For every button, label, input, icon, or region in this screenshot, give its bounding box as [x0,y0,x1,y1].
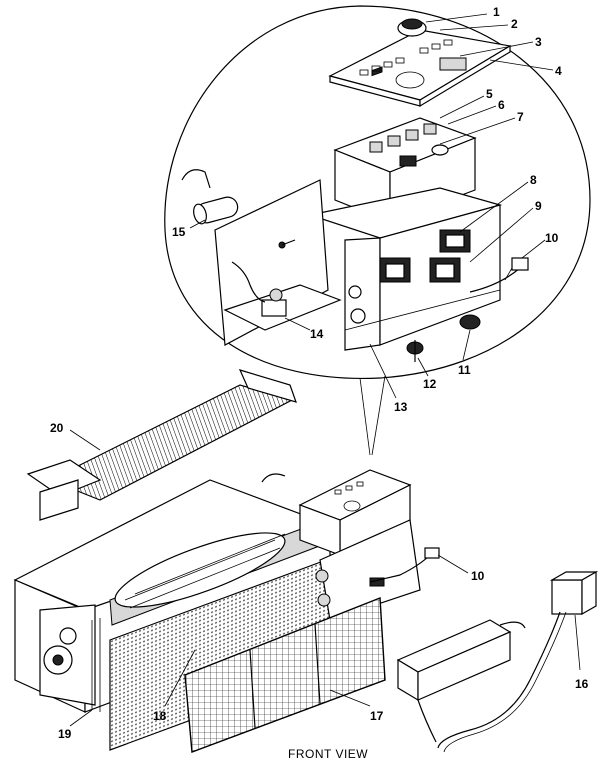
cabinet [13,479,332,751]
callout-10: 10 [545,231,559,245]
callout-20: 20 [50,421,64,435]
blower-wheel [114,532,286,609]
callout-6: 6 [498,98,505,112]
unit-control-module [261,469,440,621]
callout-14: 14 [310,327,324,341]
front-view-caption: FRONT VIEW [288,747,368,761]
callout-1: 1 [493,5,500,19]
callout-2: 2 [511,17,518,31]
callout-7: 7 [517,110,524,124]
side-panel [214,179,342,346]
callout-10-lower: 10 [471,569,485,583]
cord-and-plug [396,570,599,753]
callout-labels: 1 2 3 4 5 6 7 8 9 10 11 12 13 14 15 16 1… [50,5,589,761]
discharge-grille [26,369,297,521]
callout-13: 13 [394,400,408,414]
callout-12: 12 [423,377,437,391]
callout-8: 8 [530,173,537,187]
callout-9: 9 [535,199,542,213]
air-filter [184,596,386,753]
callout-16: 16 [575,677,589,691]
control-panel-cover [328,18,512,108]
callout-15: 15 [172,225,186,239]
button-row [359,39,453,76]
chassis-bracket [307,187,529,362]
callout-17: 17 [370,709,384,723]
callout-18: 18 [153,709,167,723]
leader-lines [69,13,581,727]
detail-circle [164,5,591,456]
callout-5: 5 [486,87,493,101]
callout-3: 3 [535,35,542,49]
capacitor [181,169,239,225]
callout-11: 11 [458,363,471,377]
callout-19: 19 [58,727,72,741]
callout-4: 4 [555,64,562,78]
